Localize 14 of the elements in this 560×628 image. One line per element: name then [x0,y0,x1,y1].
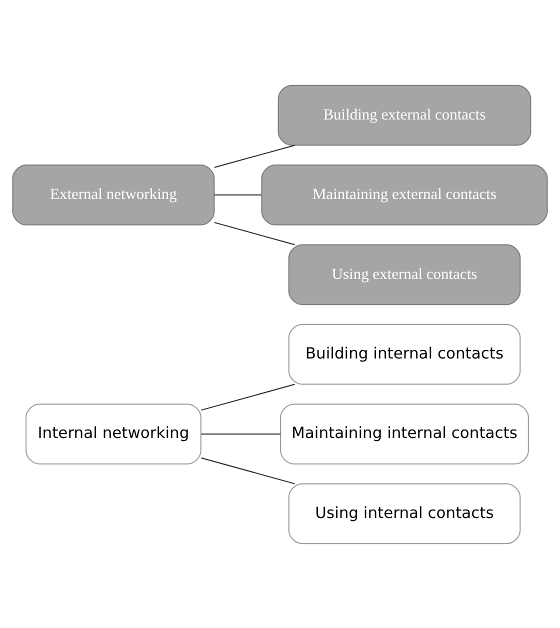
connector [201,383,295,410]
node-box: Building internal contacts [288,323,521,384]
node-box: Using internal contacts [288,482,521,544]
node-box: Using external contacts [288,244,521,305]
connector [201,432,280,434]
node-box: Building external contacts [278,84,532,146]
node-box: Maintaining internal contacts [280,403,529,464]
connector [201,456,295,484]
connector [214,144,295,168]
connector [214,194,262,196]
connector [214,221,295,245]
node-box: Maintaining external contacts [261,164,548,225]
node-box: External networking [12,164,215,225]
node-box: Internal networking [25,403,202,464]
